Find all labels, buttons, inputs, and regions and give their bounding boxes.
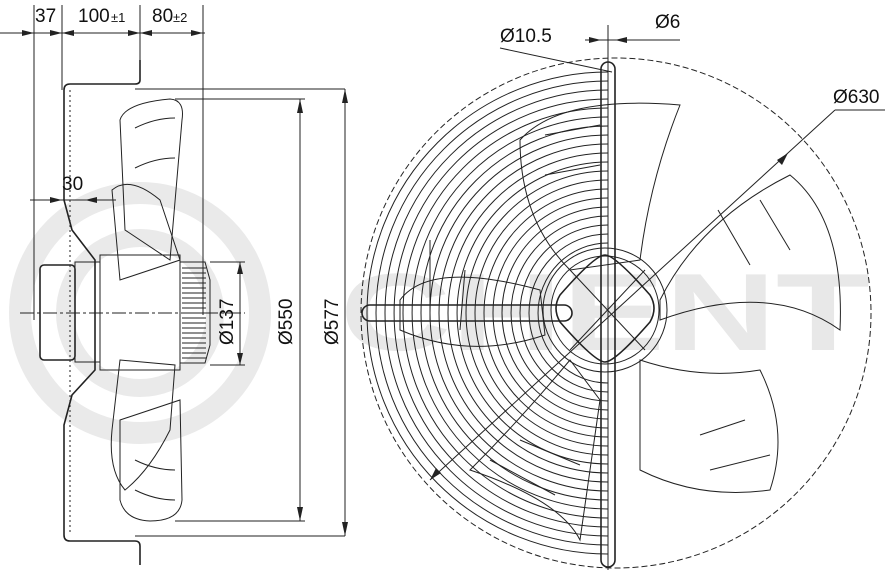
grille-ring xyxy=(384,89,609,537)
grille-ring xyxy=(447,152,609,474)
grille-ring xyxy=(537,242,609,384)
front-view: Ø10.5 Ø6 Ø630 xyxy=(360,12,885,570)
grille-ring xyxy=(411,116,609,510)
dim-37: 37 xyxy=(35,6,56,27)
dim-dia-630: Ø630 xyxy=(833,87,879,108)
grille-ring xyxy=(393,98,609,528)
grille-ring xyxy=(402,107,609,519)
dim-dia-550: Ø550 xyxy=(276,299,297,345)
grille-ring xyxy=(474,179,609,447)
dim-100: 100 xyxy=(78,6,110,27)
grille-ring xyxy=(501,206,609,420)
dim-dia-10-5: Ø10.5 xyxy=(500,26,552,47)
grille-ring xyxy=(420,125,609,501)
dim-80: 80 xyxy=(152,6,173,27)
dim-30: 30 xyxy=(62,174,83,195)
grille-ring xyxy=(510,215,609,411)
grille-ring xyxy=(456,161,609,465)
dim-dia-137: Ø137 xyxy=(217,299,238,345)
grille-ring xyxy=(375,80,609,546)
grille-ring xyxy=(438,143,609,483)
dim-80-tolerance: ±2 xyxy=(173,10,187,25)
grille-ring xyxy=(492,197,609,429)
grille-ring xyxy=(519,224,609,402)
dim-dia-577: Ø577 xyxy=(322,299,343,345)
dim-dia-6: Ø6 xyxy=(655,12,680,33)
dim-100-tolerance: ±1 xyxy=(111,10,125,25)
grille-ring xyxy=(528,233,609,393)
grille-ring xyxy=(483,188,609,438)
grille-ring xyxy=(465,170,609,456)
grille-ring xyxy=(366,71,609,555)
side-view: 37 100 ±1 80 ±2 30 Ø137 Ø550 Ø577 xyxy=(0,5,348,565)
